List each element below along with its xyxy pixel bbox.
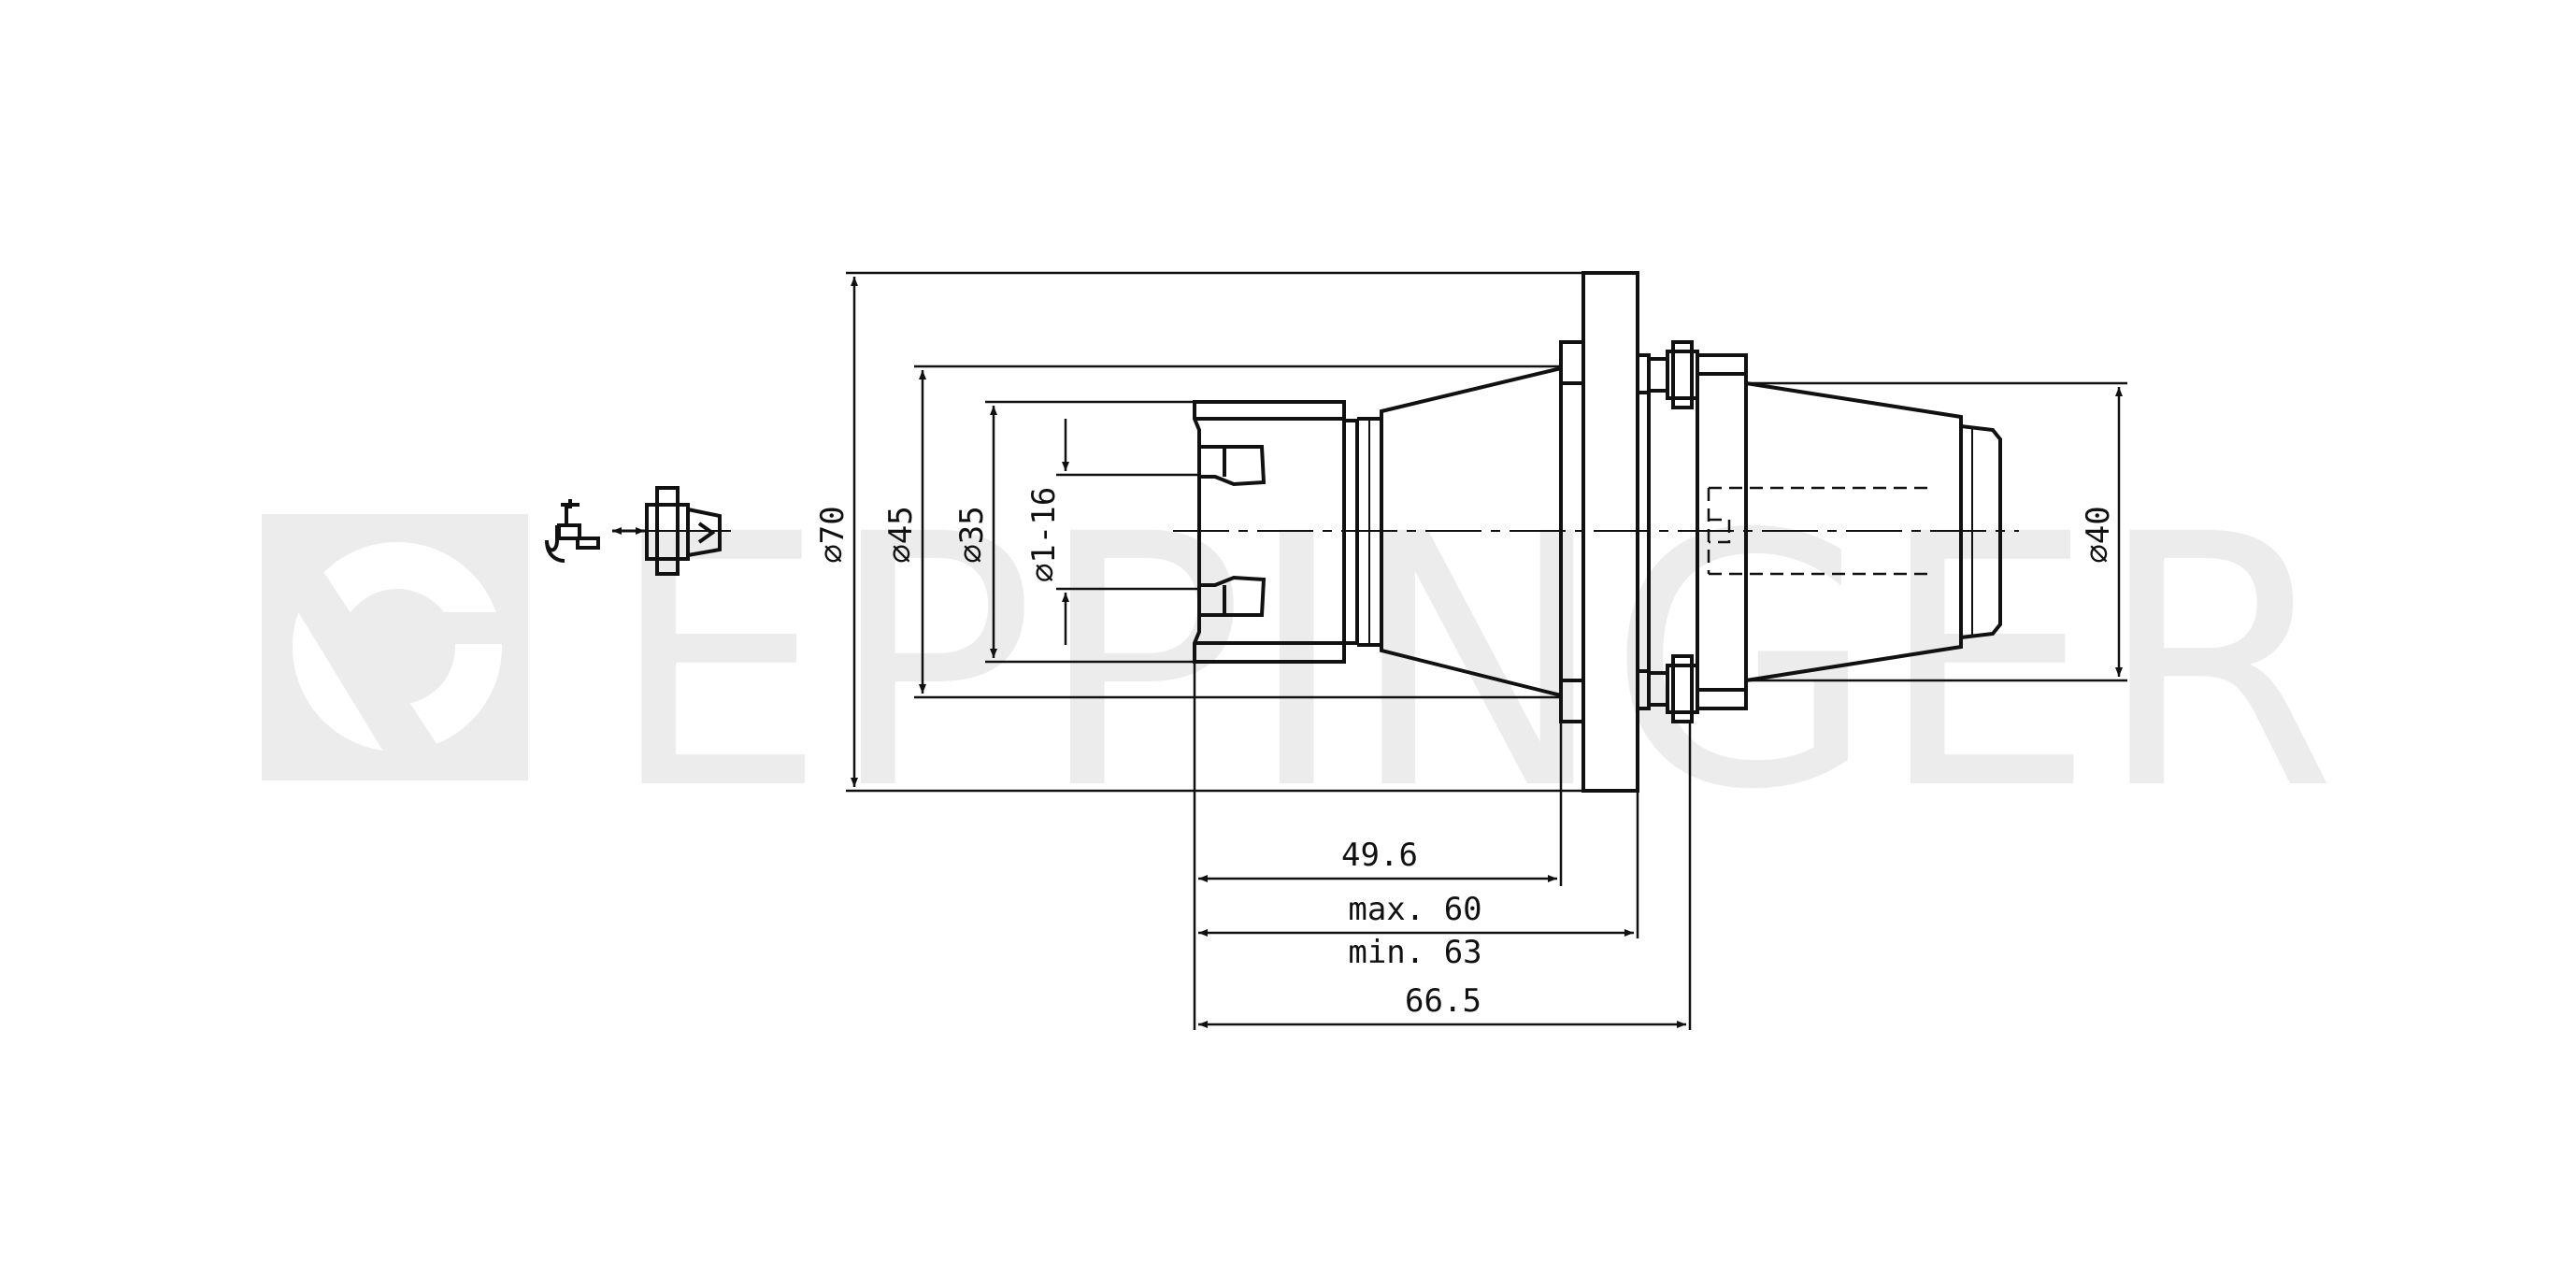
watermark-text: EPPINGER	[608, 461, 2337, 866]
dim-length-66-5: 66.5	[1405, 982, 1481, 1020]
dim-length-max-60: max. 60	[1348, 891, 1481, 928]
dim-diameter-35: ⌀35	[953, 506, 991, 563]
eppinger-watermark: EPPINGER	[262, 461, 2337, 866]
tool-holder-body	[1173, 271, 2019, 793]
eppinger-logo-mark	[262, 514, 528, 780]
dim-diameter-1-16: ⌀1-16	[1025, 487, 1063, 582]
collet-holder-icon	[645, 486, 731, 576]
dim-length-49-6: 49.6	[1341, 837, 1418, 874]
dim-diameter-40: ⌀40	[2080, 506, 2117, 563]
dimension-lines	[846, 271, 2127, 1030]
dim-diameter-70: ⌀70	[814, 506, 852, 563]
dim-length-min-63: min. 63	[1348, 934, 1481, 971]
dim-diameter-45: ⌀45	[882, 506, 920, 563]
water-tap-icon	[545, 499, 600, 563]
dimension-labels: ⌀70 ⌀45 ⌀35 ⌀1-16 ⌀40 49.6 max. 60 min. …	[814, 487, 2117, 1020]
hidden-bore	[1707, 486, 1927, 576]
